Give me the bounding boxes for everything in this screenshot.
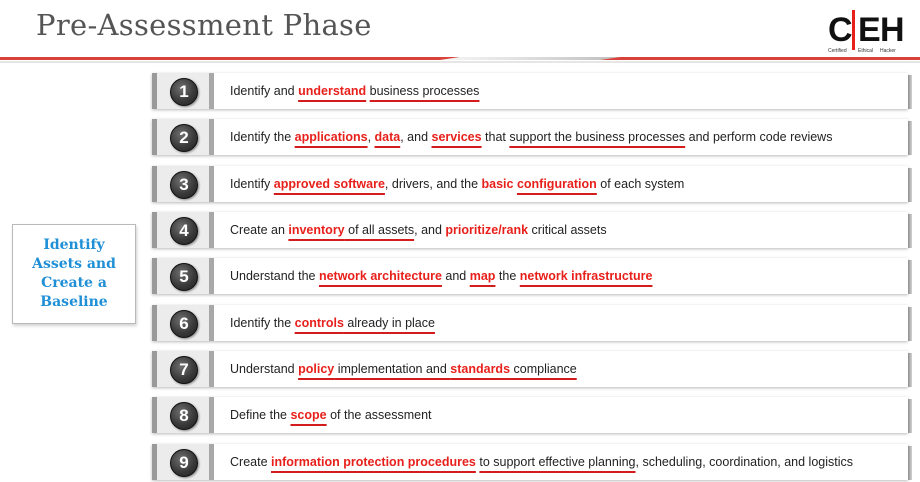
logo-letter-c: C bbox=[828, 11, 853, 49]
step-segment: Create an bbox=[230, 223, 289, 237]
divider-red-right bbox=[600, 57, 920, 60]
step-keyword: services bbox=[431, 130, 482, 144]
step-keyword: understand bbox=[298, 84, 367, 98]
step-row: 9 Create information protection procedur… bbox=[152, 444, 912, 480]
step-row: 1 Identify and understand business proce… bbox=[152, 73, 912, 109]
step-segment: , bbox=[367, 130, 375, 144]
step-number-badge: 2 bbox=[170, 124, 198, 152]
step-text: Create information protection procedures… bbox=[230, 444, 853, 480]
step-segment: , scheduling, coordination, and logistic… bbox=[635, 455, 854, 469]
step-segment: that bbox=[481, 130, 510, 144]
step-number-cell: 2 bbox=[152, 119, 214, 155]
step-text: Identify the controls already in place bbox=[230, 305, 435, 341]
identify-assets-box: Identify Assets and Create a Baseline bbox=[12, 224, 136, 324]
step-text: Define the scope of the assessment bbox=[230, 397, 432, 433]
step-keyword: controls bbox=[294, 316, 344, 330]
step-keyword: configuration bbox=[516, 177, 597, 191]
step-row: 8 Define the scope of the assessment bbox=[152, 397, 912, 433]
step-keyword: information protection procedures bbox=[271, 455, 476, 469]
step-number-badge: 1 bbox=[170, 78, 198, 106]
logo-word-hacker: Hacker bbox=[880, 48, 896, 54]
logo-word-ethical: Ethical bbox=[858, 48, 873, 54]
step-segment: Define the bbox=[230, 408, 291, 422]
logo-letter-h: H bbox=[880, 11, 904, 49]
step-row: 2 Identify the applications, data, and s… bbox=[152, 119, 912, 155]
logo-red-bar bbox=[852, 10, 855, 50]
divider-gray bbox=[440, 57, 620, 60]
step-keyword: prioritize/rank bbox=[445, 223, 529, 237]
step-segment: Understand the bbox=[230, 269, 319, 283]
step-number-badge: 4 bbox=[170, 217, 198, 245]
step-number-cell: 6 bbox=[152, 305, 214, 341]
step-number-cell: 1 bbox=[152, 73, 214, 109]
step-number-badge: 7 bbox=[170, 356, 198, 384]
step-text: Identify the applications, data, and ser… bbox=[230, 119, 832, 155]
step-segment: already in place bbox=[343, 316, 435, 330]
divider-shadow bbox=[0, 61, 920, 63]
step-segment: Identify bbox=[230, 177, 274, 191]
step-segment: and perform code reviews bbox=[685, 130, 833, 144]
step-number-badge: 8 bbox=[170, 402, 198, 430]
step-number-badge: 9 bbox=[170, 449, 198, 477]
step-segment: implementation and bbox=[334, 362, 451, 376]
step-segment: of the assessment bbox=[326, 408, 432, 422]
step-segment: Identify the bbox=[230, 130, 295, 144]
step-number-badge: 6 bbox=[170, 310, 198, 338]
step-text: Understand the network architecture and … bbox=[230, 258, 652, 294]
step-keyword: approved software bbox=[273, 177, 385, 191]
step-keyword: inventory bbox=[288, 223, 345, 237]
step-segment: of each system bbox=[596, 177, 685, 191]
step-number-cell: 8 bbox=[152, 397, 214, 433]
step-keyword: data bbox=[374, 130, 401, 144]
step-segment: business processes bbox=[369, 84, 480, 98]
logo-letter-e: E bbox=[858, 11, 881, 49]
step-segment: to support effective planning bbox=[479, 455, 636, 469]
step-text: Create an inventory of all assets, and p… bbox=[230, 212, 607, 248]
page-title: Pre-Assessment Phase bbox=[36, 8, 372, 42]
step-number-badge: 3 bbox=[170, 171, 198, 199]
step-segment: critical assets bbox=[528, 223, 607, 237]
step-row: 4 Create an inventory of all assets, and… bbox=[152, 212, 912, 248]
step-keyword: map bbox=[469, 269, 496, 283]
step-segment: compliance bbox=[510, 362, 577, 376]
step-segment: the bbox=[495, 269, 520, 283]
step-number-cell: 5 bbox=[152, 258, 214, 294]
step-keyword: standards bbox=[450, 362, 511, 376]
ceh-logo: C E H Certified Ethical Hacker bbox=[828, 10, 904, 54]
step-row: 7 Understand policy implementation and s… bbox=[152, 351, 912, 387]
step-number-badge: 5 bbox=[170, 263, 198, 291]
step-segment: Understand bbox=[230, 362, 299, 376]
step-keyword: policy bbox=[298, 362, 335, 376]
logo-word-certified: Certified bbox=[828, 48, 847, 54]
step-segment: and bbox=[441, 269, 470, 283]
step-keyword: scope bbox=[290, 408, 327, 422]
step-segment: of all assets bbox=[344, 223, 415, 237]
step-keyword: network architecture bbox=[318, 269, 442, 283]
step-number-cell: 9 bbox=[152, 444, 214, 480]
step-keyword: network infrastructure bbox=[519, 269, 653, 283]
step-keyword: basic bbox=[481, 177, 514, 191]
step-segment: , drivers, and the bbox=[384, 177, 482, 191]
step-segment: Identify the bbox=[230, 316, 295, 330]
step-segment: , and bbox=[414, 223, 446, 237]
step-row: 6 Identify the controls already in place bbox=[152, 305, 912, 341]
step-text: Understand policy implementation and sta… bbox=[230, 351, 577, 387]
step-segment: support the business processes bbox=[509, 130, 686, 144]
step-text: Identify approved software, drivers, and… bbox=[230, 166, 684, 202]
step-segment: Identify and bbox=[230, 84, 299, 98]
step-segment: Create bbox=[230, 455, 271, 469]
step-row: 3 Identify approved software, drivers, a… bbox=[152, 166, 912, 202]
divider-red-left bbox=[0, 57, 460, 60]
step-text: Identify and understand business process… bbox=[230, 73, 479, 109]
step-segment: , and bbox=[400, 130, 432, 144]
identify-assets-label: Identify Assets and Create a Baseline bbox=[32, 237, 116, 310]
step-number-cell: 3 bbox=[152, 166, 214, 202]
step-keyword: applications bbox=[294, 130, 368, 144]
step-number-cell: 7 bbox=[152, 351, 214, 387]
step-row: 5 Understand the network architecture an… bbox=[152, 258, 912, 294]
title-divider bbox=[0, 57, 920, 63]
step-number-cell: 4 bbox=[152, 212, 214, 248]
